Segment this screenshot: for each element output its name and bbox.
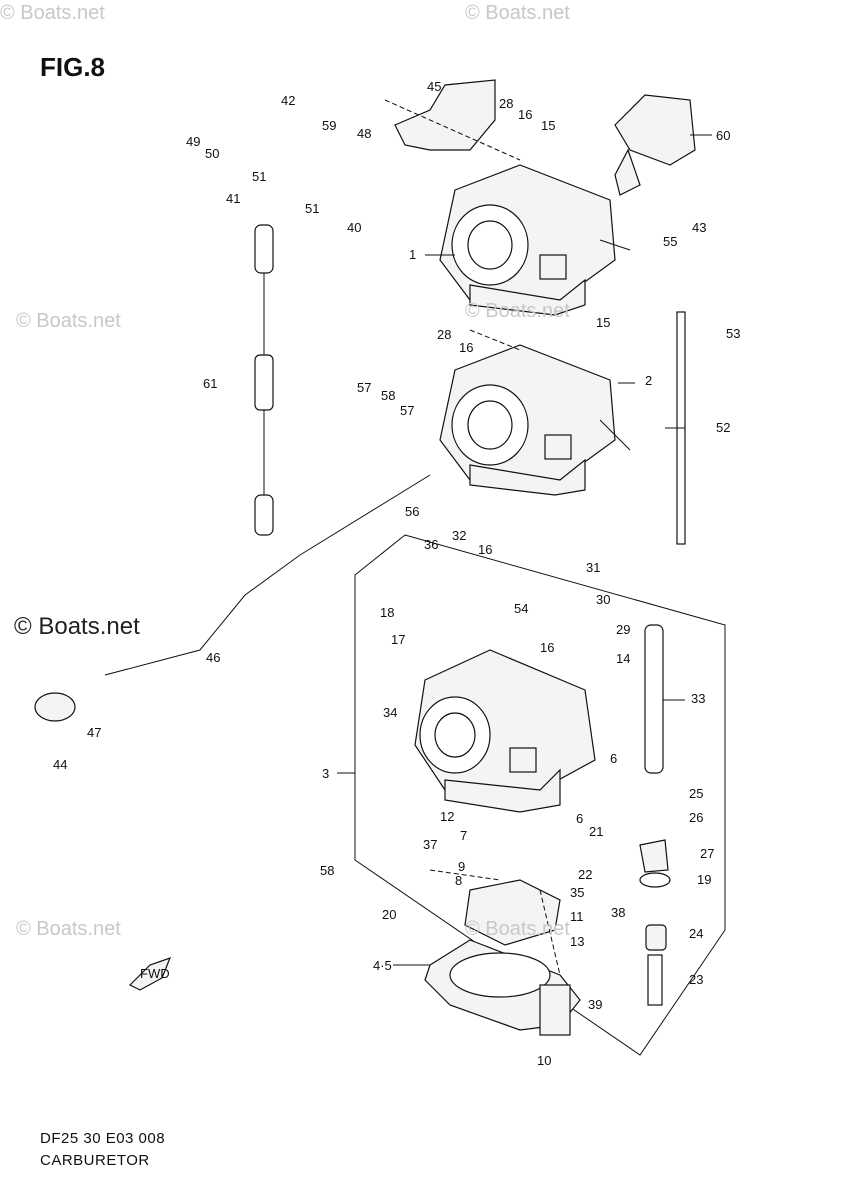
callout: 31 [586,560,600,575]
callout: 16 [518,107,532,122]
callout: 16 [540,640,554,655]
callout: 2 [645,373,652,388]
callout: 10 [537,1053,551,1068]
callout: 24 [689,926,703,941]
callout: 34 [383,705,397,720]
fwd-arrow-icon: FWD [128,956,172,991]
leader-lines [337,134,712,966]
watermark: © Boats.net [465,2,570,24]
callout: 35 [570,885,584,900]
callout: 9 [458,859,465,874]
callout: 41 [226,191,240,206]
watermark-strong: © Boats.net [14,613,140,640]
callout: 54 [514,601,528,616]
callout: 45 [427,79,441,94]
callout: 16 [459,340,473,355]
callout: 17 [391,632,405,647]
callout: 6 [576,811,583,826]
assembly-frame [354,534,726,1056]
callout: 33 [691,691,705,706]
callout: 43 [692,220,706,235]
callout: 15 [541,118,555,133]
callout: 15 [596,315,610,330]
callout: 60 [716,128,730,143]
callout: 26 [689,810,703,825]
callout: 4·5 [373,958,392,973]
watermark: © Boats.net [16,918,121,940]
cable [104,474,431,676]
callout: 49 [186,134,200,149]
grommet-44 [34,692,76,722]
figure-title: FIG.8 [40,52,106,82]
bracket [394,79,496,151]
watermark: © Boats.net [16,310,121,332]
watermark: © Boats.net [0,2,105,24]
figure-code: DF25 30 E03 008 [40,1130,166,1147]
callout: 16 [478,542,492,557]
callout: 46 [206,650,220,665]
callout: 51 [305,201,319,216]
callout: 48 [357,126,371,141]
callout: 37 [423,837,437,852]
float-bowl [424,879,581,1036]
callout: 28 [437,327,451,342]
callout: 29 [616,622,630,637]
cap-60 [614,94,696,166]
callout: 57 [357,380,371,395]
callout: 40 [347,220,361,235]
callout-labels: 49 50 41 42 51 59 51 40 48 45 28 16 15 6… [53,79,740,1068]
watermark: © Boats.net [465,918,570,940]
callout: 20 [382,907,396,922]
callout: 53 [726,326,740,341]
callout: 12 [440,809,454,824]
callout: 51 [252,169,266,184]
callout: 23 [689,972,703,987]
callout: 55 [663,234,677,249]
svg-text:FWD: FWD [140,966,170,981]
callout: 14 [616,651,630,666]
callout: 58 [320,863,334,878]
callout: 22 [578,867,592,882]
callout: 56 [405,504,419,519]
figure-name: CARBURETOR [40,1152,150,1169]
callout: 59 [322,118,336,133]
callout: 28 [499,96,513,111]
callout: 13 [570,934,584,949]
callout: 36 [424,537,438,552]
callout: 1 [409,247,416,262]
callout: 18 [380,605,394,620]
callout: 42 [281,93,295,108]
carburetor-body-2 [439,344,631,496]
callout: 11 [570,909,584,924]
carburetor-body-3 [414,649,596,813]
callout: 44 [53,757,67,772]
callout: 3 [322,766,329,781]
callout: 32 [452,528,466,543]
tube-33 [644,624,664,774]
callout: 7 [460,828,467,843]
callout: 39 [588,997,602,1012]
callout: 25 [689,786,703,801]
callout: 52 [716,420,730,435]
watermark: © Boats.net [465,300,570,322]
callout: 30 [596,592,610,607]
carburetor-body-1 [439,164,631,316]
callout: 6 [610,751,617,766]
linkage-rod [254,224,274,536]
callout: 8 [455,873,462,888]
callout: 27 [700,846,714,861]
callout: 58 [381,388,395,403]
callout: 19 [697,872,711,887]
callout: 57 [400,403,414,418]
callout: 50 [205,146,219,161]
callout: 38 [611,905,625,920]
callout: 61 [203,376,217,391]
callout: 47 [87,725,101,740]
callout: 21 [589,824,603,839]
